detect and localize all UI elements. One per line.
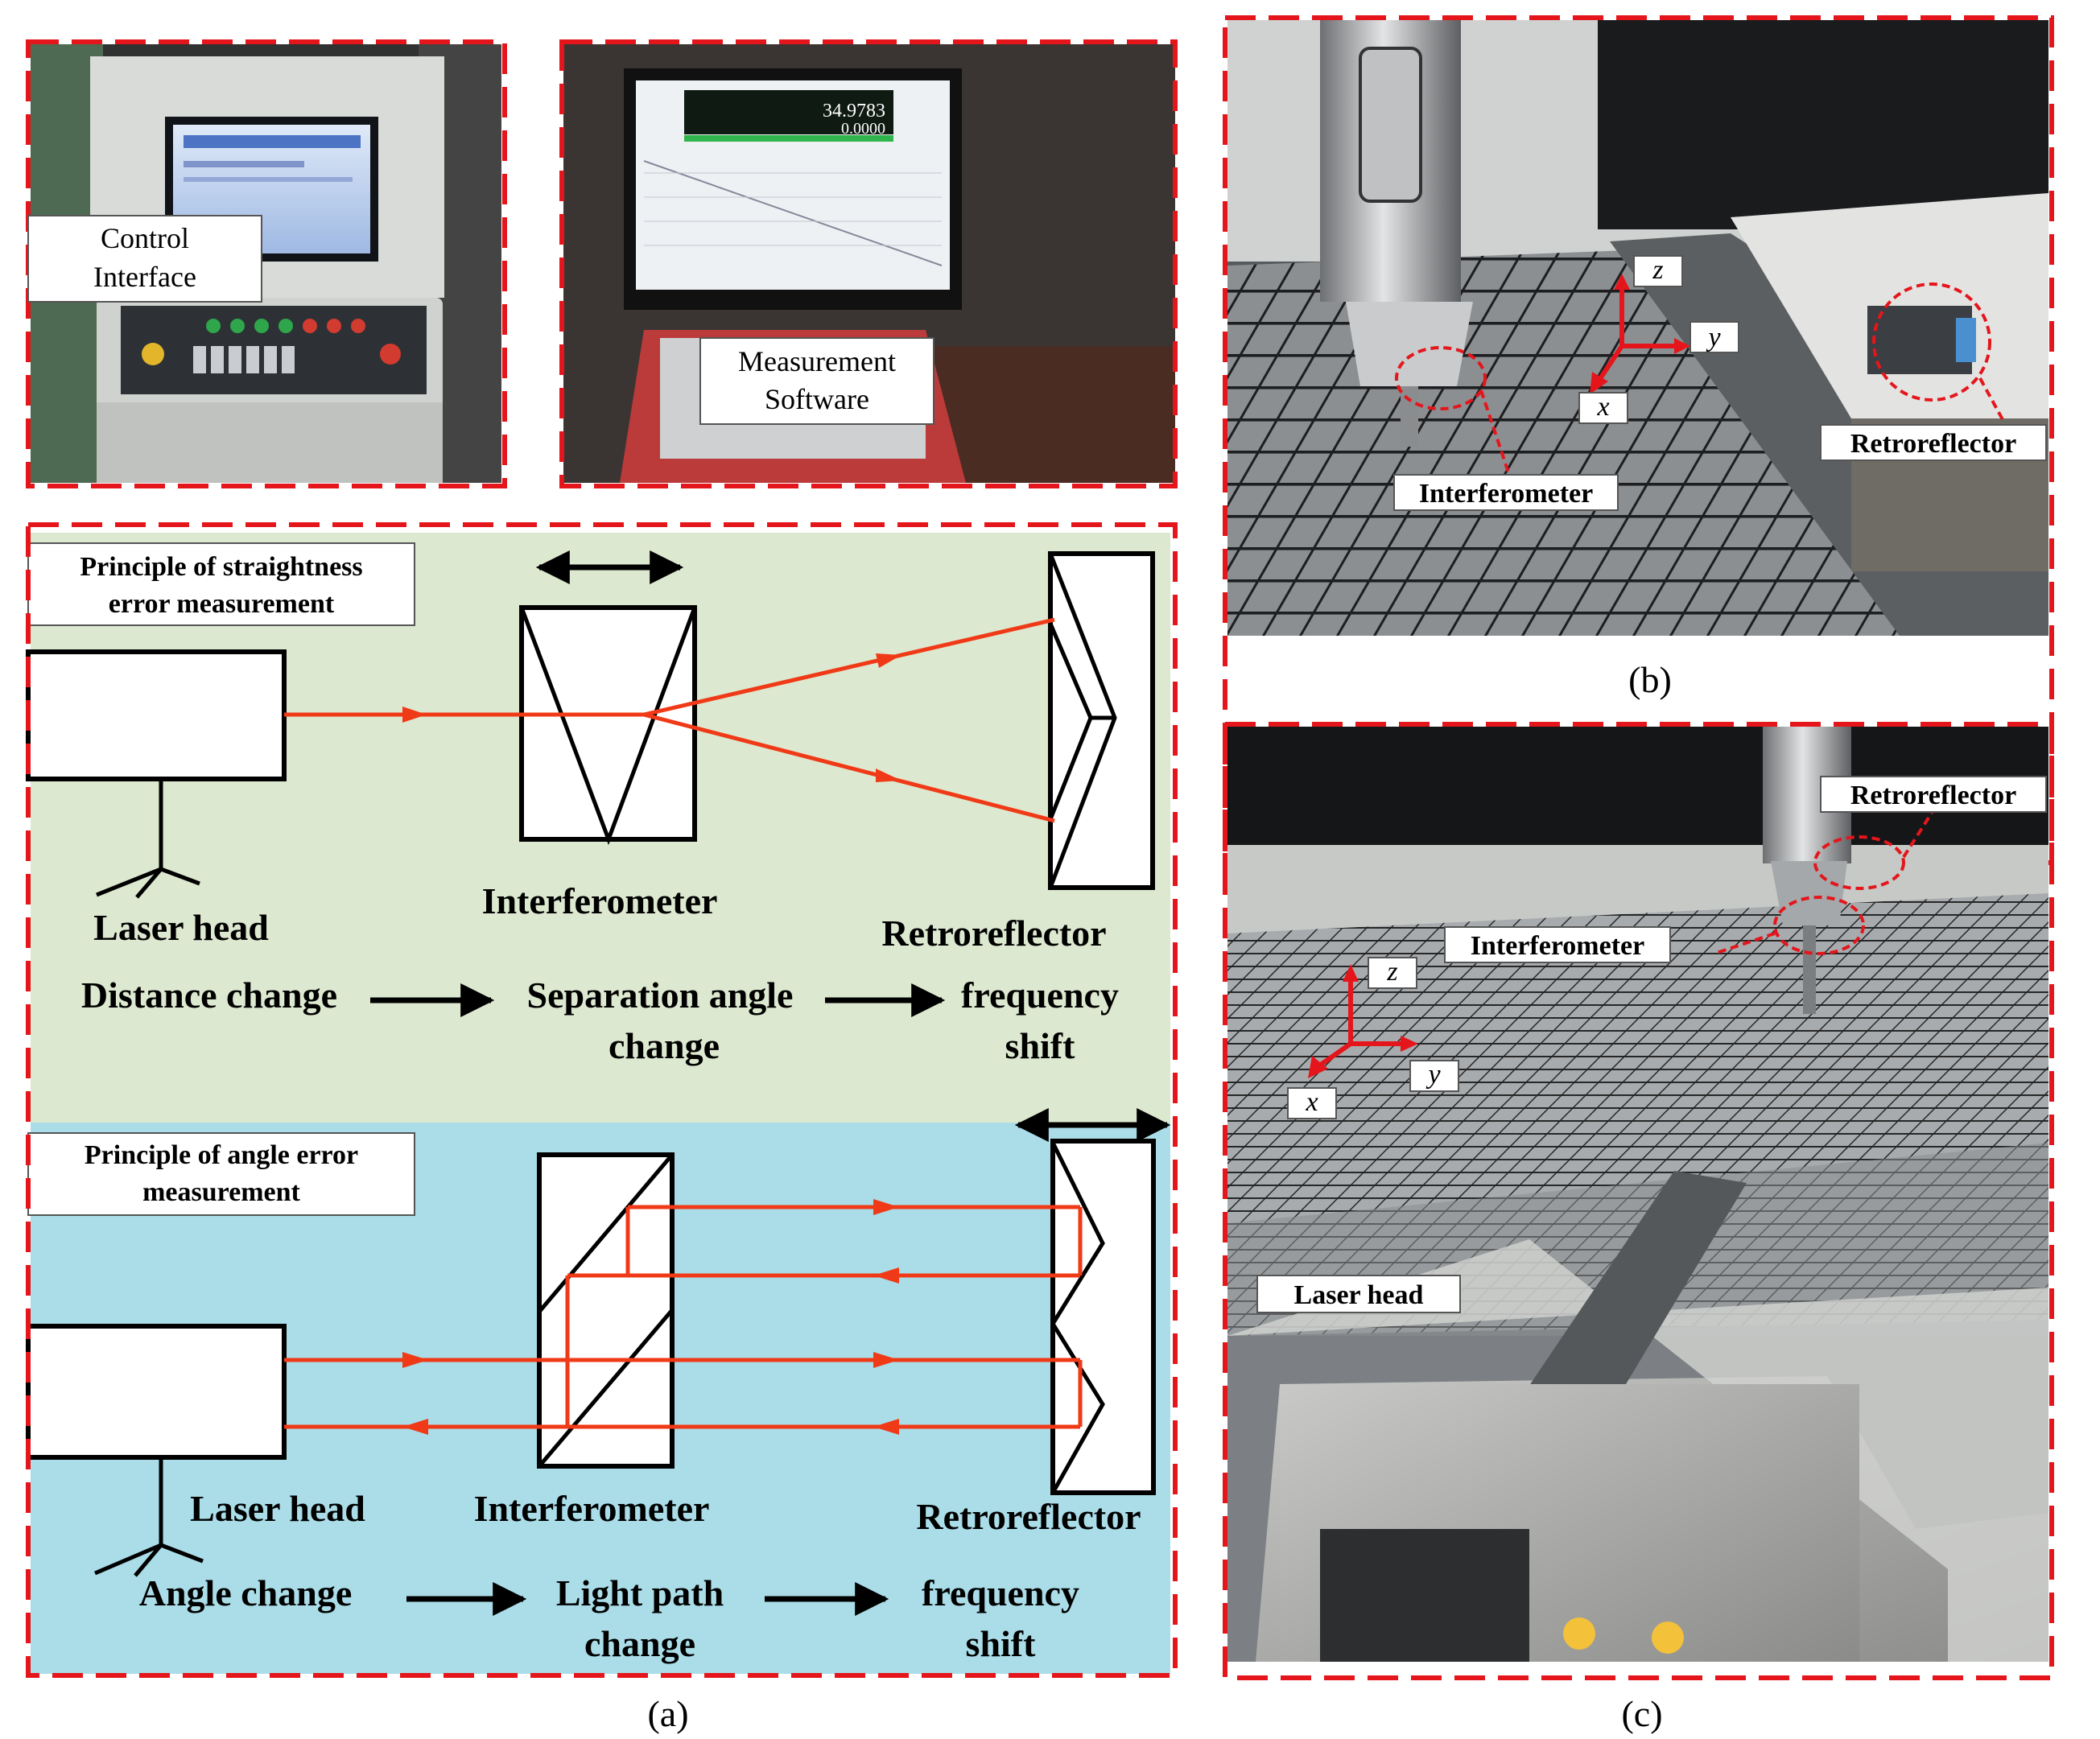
angle-retroreflector-label: Retroreflector [916,1496,1141,1537]
measurement-software-label: Measurement Software [699,337,934,425]
straightness-beams [284,617,1055,823]
frequency-shift-line2-a: shift [1005,1025,1076,1066]
angle-beam-arrowheads [402,1199,899,1435]
retroreflector-label-c: Retroreflector [1850,781,2016,810]
axis-y-c: y [1425,1060,1441,1090]
axis-z-c: z [1386,957,1397,987]
svg-text:Control: Control [101,222,189,254]
axis-z-b: z [1652,255,1663,285]
frequency-shift-line1-b: frequency [922,1572,1079,1613]
caption-a: (a) [647,1693,688,1734]
angle-laser-head-box [26,1324,287,1460]
interferometer-label-c: Interferometer [1471,931,1644,961]
angle-title-line2: measurement [142,1177,300,1207]
angle-interferometer-label: Interferometer [474,1488,710,1529]
straightness-interferometer-label: Interferometer [482,880,718,921]
distance-change-label: Distance change [81,975,337,1016]
light-path-change-line2: change [584,1623,695,1664]
svg-text:Measurement: Measurement [738,345,896,377]
panel-b-frame [1223,15,2054,865]
photo-control-interface [31,44,501,483]
straightness-title-line2: error measurement [109,589,335,619]
separation-angle-change-line1: Separation angle [527,975,794,1016]
axis-y-b: y [1706,323,1721,352]
interferometer-label-b: Interferometer [1419,479,1593,509]
photo-b-annotations: z y x Interferometer Retroreflector [1393,255,2047,511]
control-interface-label: Control Interface [27,215,262,303]
axis-x-b: x [1596,392,1609,422]
frequency-shift-line2-b: shift [966,1623,1037,1664]
laptop-readout-secondary: 0.0000 [841,120,885,138]
svg-text:Software: Software [765,383,869,415]
angle-diagram: Principle of angle error measurement [26,1108,1171,1664]
laser-head-stand [96,781,200,899]
interferometer-box [519,605,697,842]
light-path-change-line1: Light path [556,1572,724,1613]
angle-interferometer-box [537,1152,675,1469]
retroreflector-label-b: Retroreflector [1850,429,2016,459]
photo-c-annotations: z y x Interferometer Retroreflector Lase… [1256,776,2047,1313]
separation-angle-change-line2: change [609,1025,720,1066]
angle-laser-head-label: Laser head [190,1488,365,1529]
photo-c [1227,727,2048,1662]
caption-b: (b) [1628,659,1672,700]
straightness-laser-head-label: Laser head [93,907,269,948]
laser-head-box [26,649,287,781]
axis-x-c: x [1305,1087,1318,1117]
straightness-diagram: Principle of straightness error measurem… [26,542,1155,1066]
straightness-title-line1: Principle of straightness [80,552,362,582]
panel-c-frame [1223,722,2054,1680]
angle-change-label: Angle change [139,1572,353,1613]
photo-b [1227,20,2048,636]
frequency-shift-line1-a: frequency [961,975,1119,1016]
laptop-readout-primary: 34.9783 [823,101,885,122]
caption-c: (c) [1621,1693,1662,1734]
angle-retroreflector-box [1050,1139,1156,1495]
angle-title-line1: Principle of angle error [85,1140,358,1170]
retroreflector-box [1048,551,1155,890]
laser-head-label-c: Laser head [1294,1280,1424,1310]
straightness-retroreflector-label: Retroreflector [881,913,1106,954]
angle-laser-head-stand [94,1459,204,1577]
svg-text:Interface: Interface [93,261,196,293]
